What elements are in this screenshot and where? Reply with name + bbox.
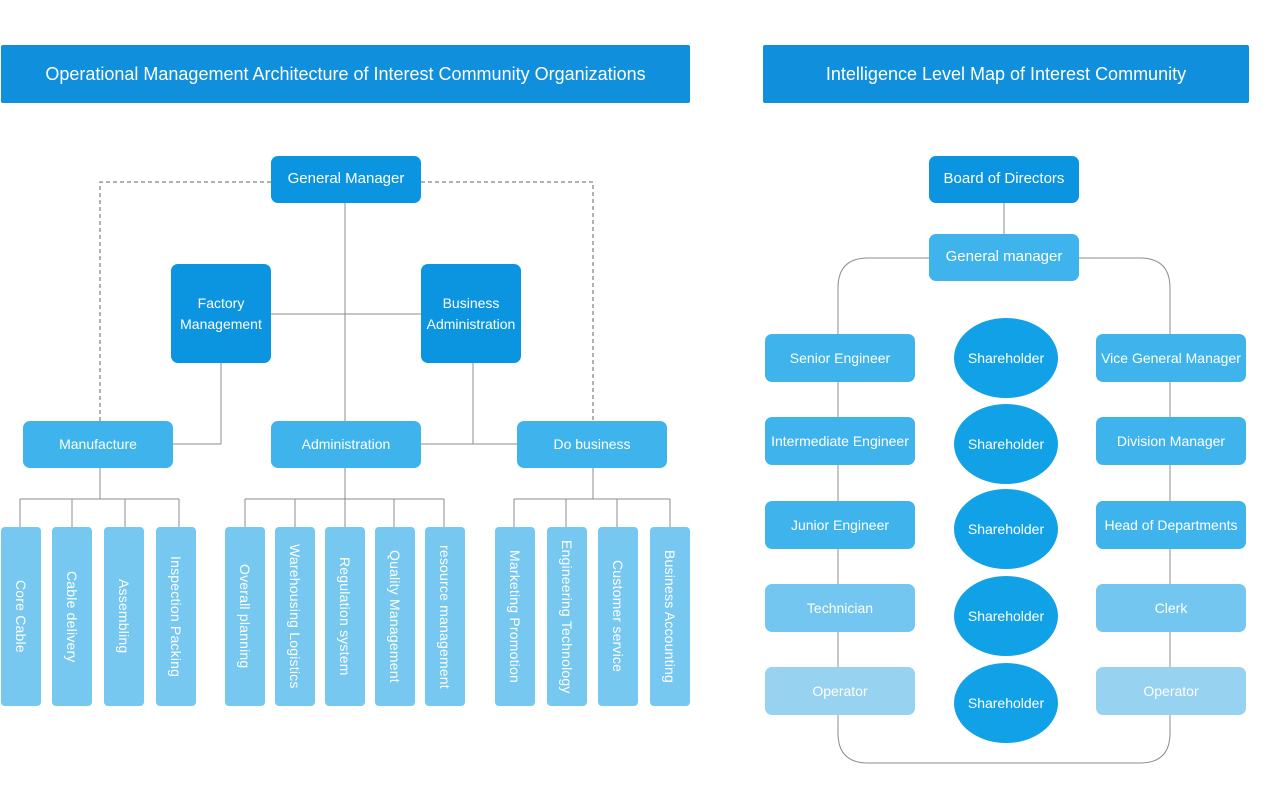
shareholder-node: Shareholder	[954, 663, 1058, 743]
unit-label: Overall planning	[237, 564, 253, 669]
unit-assembling: Assembling	[104, 527, 144, 706]
business-administration-node: Business Administration	[421, 264, 521, 363]
unit-label: Marketing Promotion	[507, 550, 523, 683]
unit-core-cable: Core Cable	[1, 527, 41, 706]
unit-warehousing-logistics: Warehousing Logistics	[275, 527, 315, 706]
unit-label: Quality Management	[387, 550, 403, 683]
unit-label: Customer service	[610, 560, 626, 673]
head-of-departments-node: Head of Departments	[1096, 501, 1246, 549]
shareholder-node: Shareholder	[954, 318, 1058, 398]
unit-resource-management: resource management	[425, 527, 465, 706]
unit-engineering-technology: Engineering Technology	[547, 527, 587, 706]
operator-right-node: Operator	[1096, 667, 1246, 715]
division-manager-node: Division Manager	[1096, 417, 1246, 465]
unit-label: Engineering Technology	[559, 539, 575, 694]
administration-node: Administration	[271, 421, 421, 468]
general-manager-right-node: General manager	[929, 234, 1079, 281]
do-business-node: Do business	[517, 421, 667, 468]
unit-label: Core Cable	[13, 580, 29, 653]
technician-node: Technician	[765, 584, 915, 632]
unit-quality-management: Quality Management	[375, 527, 415, 706]
general-manager-node: General Manager	[271, 156, 421, 203]
unit-regulation-system: Regulation system	[325, 527, 365, 706]
operator-left-node: Operator	[765, 667, 915, 715]
unit-overall-planning: Overall planning	[225, 527, 265, 706]
unit-business-accounting: Business Accounting	[650, 527, 690, 706]
unit-label: Cable delivery	[64, 570, 80, 663]
left-title-banner: Operational Management Architecture of I…	[1, 45, 690, 103]
senior-engineer-node: Senior Engineer	[765, 334, 915, 382]
board-of-directors-node: Board of Directors	[929, 156, 1079, 203]
shareholder-node: Shareholder	[954, 489, 1058, 569]
unit-label: Business Accounting	[662, 550, 678, 683]
intermediate-engineer-node: Intermediate Engineer	[765, 417, 915, 465]
shareholder-node: Shareholder	[954, 404, 1058, 484]
right-title: Intelligence Level Map of Interest Commu…	[825, 63, 1187, 84]
clerk-node: Clerk	[1096, 584, 1246, 632]
unit-customer-service: Customer service	[598, 527, 638, 706]
left-title: Operational Management Architecture of I…	[45, 63, 646, 84]
unit-label: Warehousing Logistics	[287, 544, 303, 689]
factory-management-node: Factory Management	[171, 264, 271, 363]
unit-marketing-promotion: Marketing Promotion	[495, 527, 535, 706]
manufacture-node: Manufacture	[23, 421, 173, 468]
shareholder-node: Shareholder	[954, 576, 1058, 656]
unit-inspection-packing: Inspection Packing	[156, 527, 196, 706]
unit-label: resource management	[437, 544, 453, 689]
unit-cable-delivery: Cable delivery	[52, 527, 92, 706]
right-title-banner: Intelligence Level Map of Interest Commu…	[763, 45, 1249, 103]
junior-engineer-node: Junior Engineer	[765, 501, 915, 549]
unit-label: Assembling	[116, 579, 132, 654]
unit-label: Regulation system	[337, 557, 353, 676]
unit-label: Inspection Packing	[168, 555, 184, 678]
vice-general-manager-node: Vice General Manager	[1096, 334, 1246, 382]
